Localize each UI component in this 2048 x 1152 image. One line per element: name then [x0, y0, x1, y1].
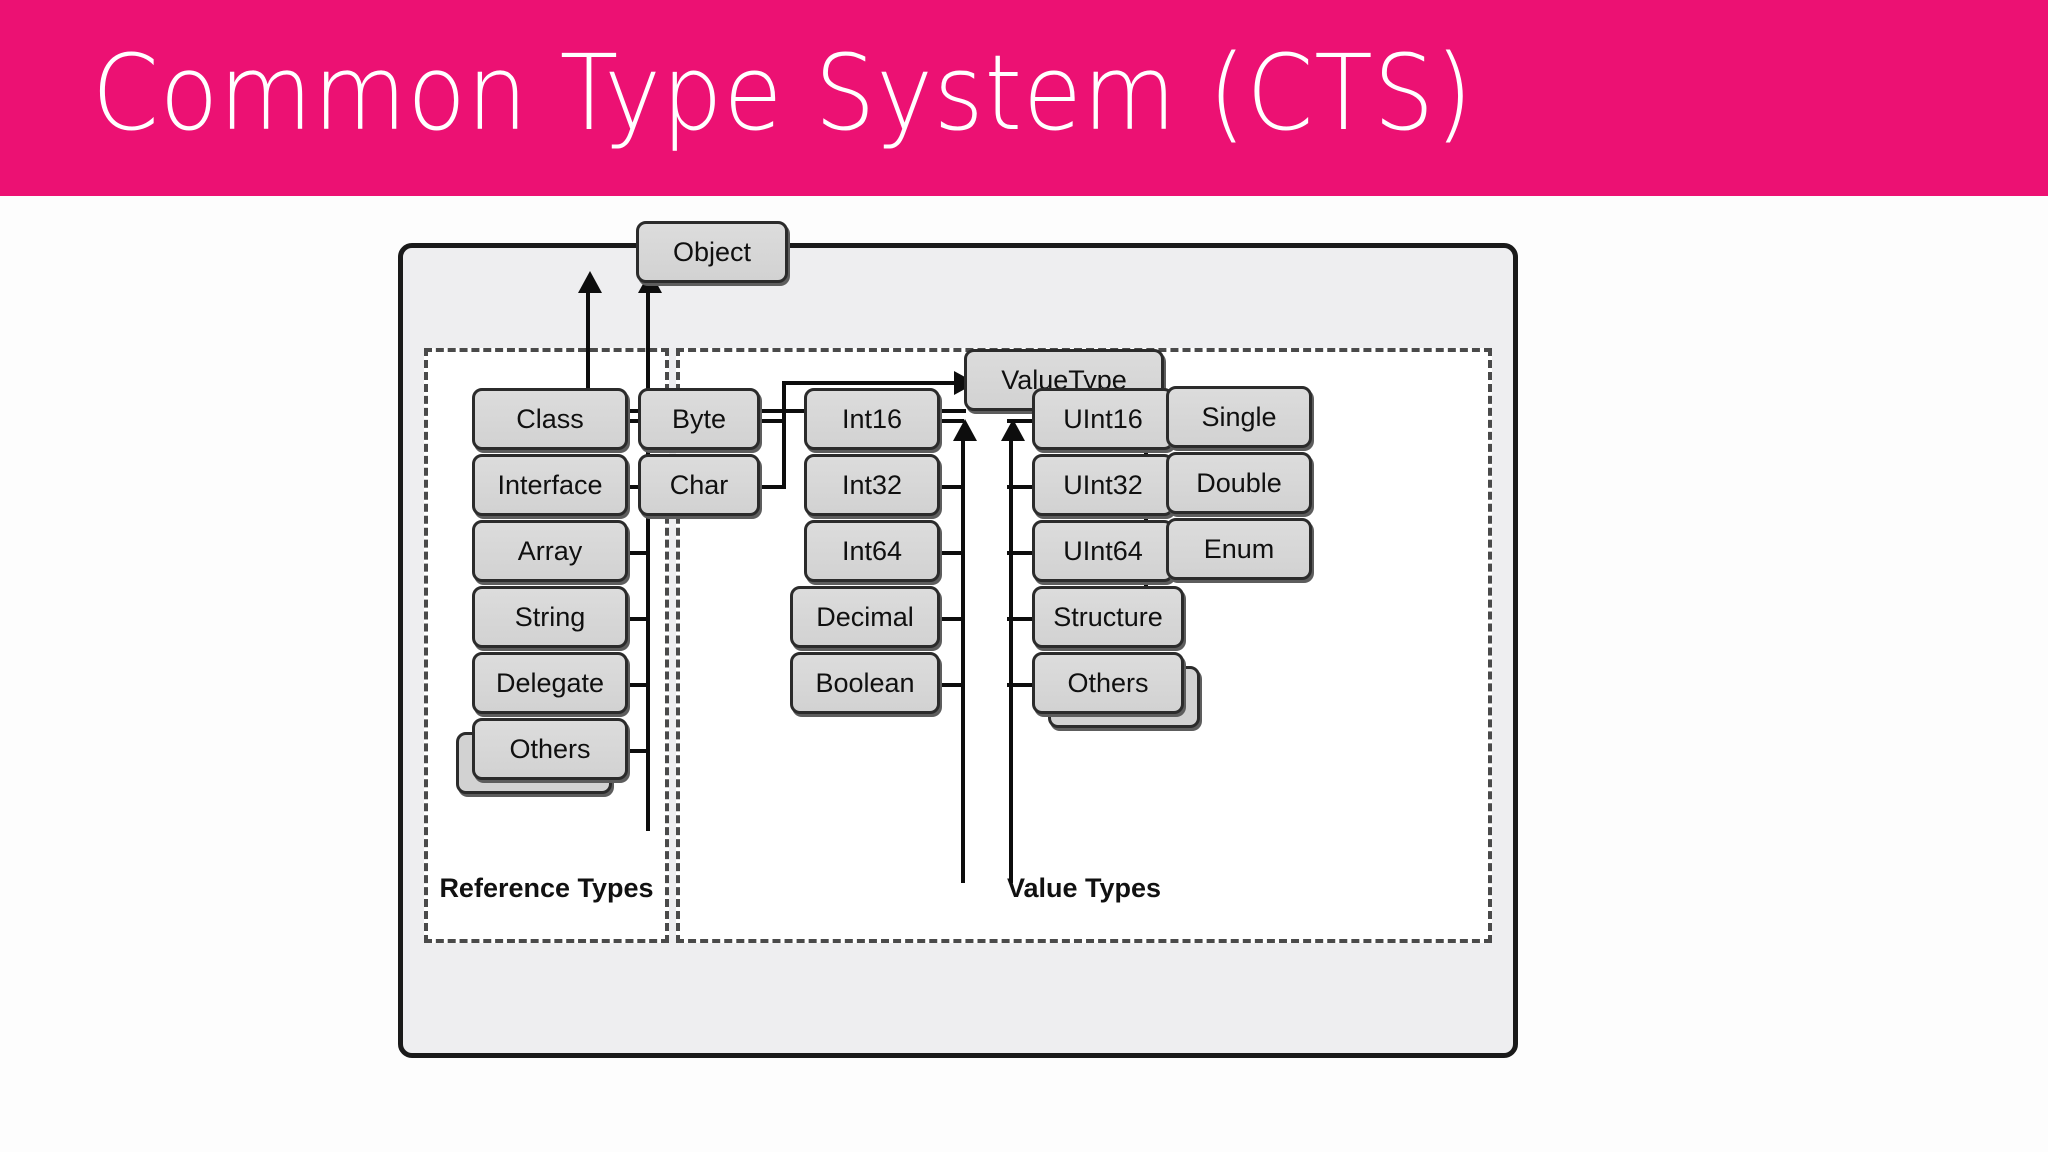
- page-banner: Common Type System (CTS): [0, 0, 2048, 196]
- connector-bytechar-riser: [782, 419, 786, 489]
- group-label-reference-types: Reference Types: [439, 873, 654, 903]
- group-label-value-types: Value Types: [1006, 873, 1162, 903]
- connector-structure-stub: [1007, 617, 1033, 621]
- connector-bytechar-to-valuetype: [782, 381, 962, 385]
- node-interface[interactable]: Interface: [472, 454, 628, 516]
- arrowhead-uint-to-valuetype: [1001, 419, 1025, 441]
- connector-delegate-stub: [626, 683, 650, 687]
- node-uint32[interactable]: UInt32: [1032, 454, 1174, 516]
- connector-uint-trunk: [1009, 439, 1013, 883]
- node-uint16[interactable]: UInt16: [1032, 388, 1174, 450]
- node-object[interactable]: Object: [636, 221, 788, 283]
- node-single[interactable]: Single: [1166, 386, 1312, 448]
- connector-reference-spine: [646, 291, 650, 831]
- connector-int64-stub: [938, 551, 964, 555]
- node-enum[interactable]: Enum: [1166, 518, 1312, 580]
- node-class[interactable]: Class: [472, 388, 628, 450]
- arrowhead-valuetype-to-object: [578, 271, 602, 293]
- node-uint64[interactable]: UInt64: [1032, 520, 1174, 582]
- node-others-reference[interactable]: Others: [472, 718, 628, 780]
- node-boolean[interactable]: Boolean: [790, 652, 940, 714]
- node-int64[interactable]: Int64: [804, 520, 940, 582]
- node-int32[interactable]: Int32: [804, 454, 940, 516]
- arrowhead-int-to-valuetype: [953, 419, 977, 441]
- node-decimal[interactable]: Decimal: [790, 586, 940, 648]
- connector-valuetype-to-object-horizontal: [586, 409, 966, 413]
- connector-char-stub: [758, 485, 784, 489]
- node-byte[interactable]: Byte: [638, 388, 760, 450]
- connector-boolean-stub: [938, 683, 964, 687]
- node-string[interactable]: String: [472, 586, 628, 648]
- node-int16[interactable]: Int16: [804, 388, 940, 450]
- node-delegate[interactable]: Delegate: [472, 652, 628, 714]
- connector-int32-stub: [938, 485, 964, 489]
- node-others-value[interactable]: Others: [1032, 652, 1184, 714]
- connector-int16-stub: [938, 419, 964, 423]
- connector-others-val-stub: [1007, 683, 1033, 687]
- connector-array-stub: [626, 551, 650, 555]
- connector-uint32-stub: [1007, 485, 1033, 489]
- connector-string-stub: [626, 617, 650, 621]
- connector-uint64-stub: [1007, 551, 1033, 555]
- node-char[interactable]: Char: [638, 454, 760, 516]
- connector-decimal-stub: [938, 617, 964, 621]
- page-title: Common Type System (CTS): [92, 32, 1474, 154]
- connector-byte-stub: [758, 419, 784, 423]
- node-double[interactable]: Double: [1166, 452, 1312, 514]
- connector-others-ref-stub: [626, 749, 650, 753]
- cts-diagram: Reference Types Value Types Object Valu: [398, 221, 1518, 1058]
- connector-bytechar-corner: [782, 381, 786, 421]
- connector-valuetype-to-object-vertical: [586, 291, 590, 411]
- node-structure[interactable]: Structure: [1032, 586, 1184, 648]
- connector-int-trunk: [961, 439, 965, 883]
- node-array[interactable]: Array: [472, 520, 628, 582]
